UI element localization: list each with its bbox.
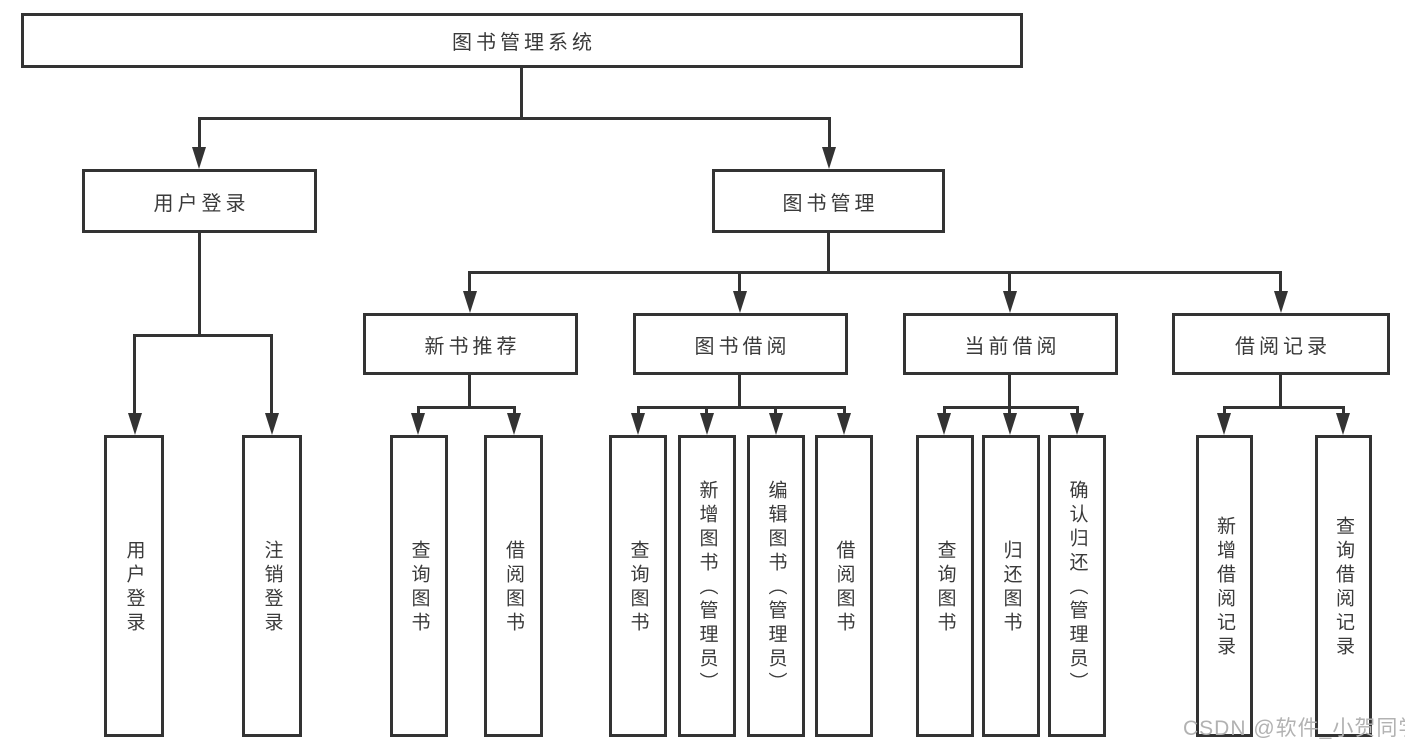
leaf-edit-book-admin: 编辑图书（管理员） — [747, 435, 805, 737]
leaf-query-book: 查询图书 — [390, 435, 448, 737]
node-label: 查询借阅记录 — [1333, 516, 1354, 660]
connector-line — [943, 406, 1079, 409]
connector-line — [738, 271, 741, 293]
node-label: 新书推荐 — [424, 335, 521, 358]
connector-line — [417, 406, 420, 415]
node-label: 注销登录 — [261, 540, 283, 636]
node-label: 当前借阅 — [964, 335, 1061, 358]
connector-line — [1279, 271, 1282, 293]
leaf-add-borrow-record: 新增借阅记录 — [1196, 435, 1253, 737]
connector-line — [468, 271, 471, 293]
node-label: 确认归还（管理员） — [1066, 480, 1088, 696]
node-book-borrow: 图书借阅 — [633, 313, 848, 375]
node-label: 借阅图书 — [833, 540, 855, 636]
arrowhead-down-icon — [1003, 413, 1017, 435]
connector-line — [943, 406, 946, 415]
node-label: 查询图书 — [934, 540, 956, 636]
arrowhead-down-icon — [937, 413, 951, 435]
leaf-borrow-book: 借阅图书 — [815, 435, 873, 737]
leaf-query-book: 查询图书 — [916, 435, 974, 737]
arrowhead-down-icon — [192, 147, 206, 169]
connector-line — [198, 233, 201, 337]
node-user-login: 用户登录 — [82, 169, 317, 233]
connector-line — [417, 406, 516, 409]
arrowhead-down-icon — [411, 413, 425, 435]
connector-line — [133, 334, 273, 337]
node-label: 借阅记录 — [1235, 335, 1331, 358]
node-label: 借阅图书 — [503, 540, 524, 636]
leaf-return-book: 归还图书 — [982, 435, 1040, 737]
node-borrow-records: 借阅记录 — [1172, 313, 1390, 375]
node-current-borrow: 当前借阅 — [903, 313, 1118, 375]
leaf-borrow-book: 借阅图书 — [484, 435, 543, 737]
node-label: 编辑图书（管理员） — [765, 480, 787, 696]
arrowhead-down-icon — [1217, 413, 1231, 435]
arrowhead-down-icon — [700, 413, 714, 435]
connector-line — [1342, 406, 1345, 415]
leaf-confirm-return-admin: 确认归还（管理员） — [1048, 435, 1106, 737]
node-label: 新增借阅记录 — [1214, 516, 1235, 660]
node-label: 用户登录 — [123, 540, 145, 636]
leaf-logout: 注销登录 — [242, 435, 302, 737]
connector-line — [1279, 375, 1282, 409]
arrowhead-down-icon — [1003, 291, 1017, 313]
node-label: 图书管理 — [782, 192, 879, 215]
connector-line — [637, 406, 846, 409]
arrowhead-down-icon — [631, 413, 645, 435]
connector-line — [738, 375, 741, 409]
node-label: 归还图书 — [1000, 540, 1022, 636]
leaf-user-login: 用户登录 — [104, 435, 164, 737]
node-new-book-recommend: 新书推荐 — [363, 313, 578, 375]
node-label: 用户登录 — [153, 192, 250, 215]
arrowhead-down-icon — [837, 413, 851, 435]
arrowhead-down-icon — [1070, 413, 1084, 435]
leaf-query-book: 查询图书 — [609, 435, 667, 737]
arrowhead-down-icon — [822, 147, 836, 169]
node-label: 查询图书 — [627, 540, 649, 636]
node-label: 图书管理系统 — [452, 32, 596, 54]
arrowhead-down-icon — [1336, 413, 1350, 435]
csdn-watermark: CSDN @软件_小贺同学 — [1183, 717, 1405, 740]
connector-line — [198, 117, 201, 148]
arrowhead-down-icon — [733, 291, 747, 313]
leaf-add-book-admin: 新增图书（管理员） — [678, 435, 736, 737]
arrowhead-down-icon — [769, 413, 783, 435]
connector-line — [828, 117, 831, 148]
connector-line — [1223, 406, 1345, 409]
connector-line — [198, 117, 831, 120]
connector-line — [637, 406, 640, 415]
connector-line — [1008, 271, 1011, 293]
connector-line — [1008, 406, 1011, 415]
connector-line — [1076, 406, 1079, 415]
node-book-management: 图书管理 — [712, 169, 945, 233]
connector-line — [1008, 375, 1011, 409]
connector-line — [513, 406, 516, 415]
connector-line — [774, 406, 777, 415]
connector-line — [270, 334, 273, 413]
arrowhead-down-icon — [463, 291, 477, 313]
connector-line — [1223, 406, 1226, 415]
arrowhead-down-icon — [128, 413, 142, 435]
connector-line — [468, 271, 1282, 274]
node-label: 查询图书 — [408, 540, 430, 636]
connector-line — [520, 68, 523, 118]
arrowhead-down-icon — [507, 413, 521, 435]
connector-line — [705, 406, 708, 415]
connector-line — [827, 233, 830, 274]
leaf-query-borrow-record: 查询借阅记录 — [1315, 435, 1372, 737]
node-label: 新增图书（管理员） — [696, 480, 718, 696]
connector-line — [133, 334, 136, 413]
connector-line — [843, 406, 846, 415]
node-label: 图书借阅 — [694, 335, 791, 358]
arrowhead-down-icon — [1274, 291, 1288, 313]
connector-line — [468, 375, 471, 409]
node-library-system: 图书管理系统 — [21, 13, 1023, 68]
arrowhead-down-icon — [265, 413, 279, 435]
